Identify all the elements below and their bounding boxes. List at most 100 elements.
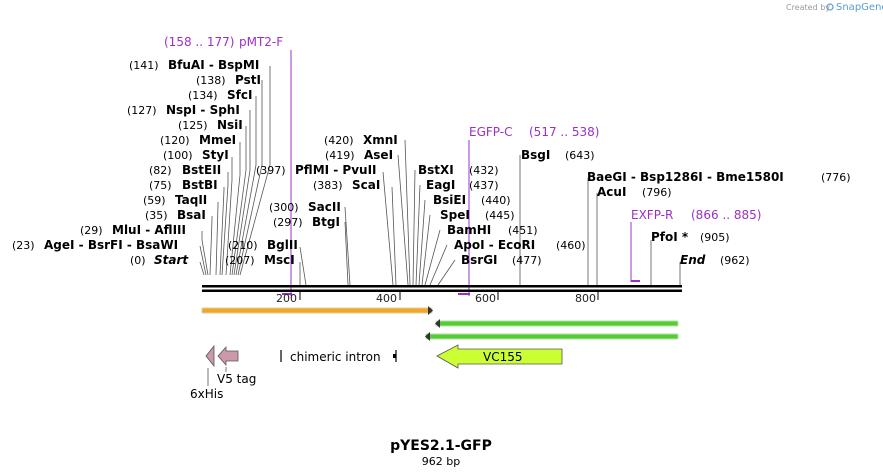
map-title: pYES2.1-GFP 962 bp [390, 438, 492, 468]
site-pos: (477) [512, 254, 542, 267]
green-bar-arrow-icon [435, 319, 440, 328]
primer-egfpc-name: EGFP-C [469, 125, 512, 139]
intron-end-mark [393, 354, 396, 358]
site-name: PstI [235, 73, 261, 87]
site-pos: (100) [163, 149, 193, 162]
site-pos: (440) [481, 194, 511, 207]
site-name: BstBI [182, 178, 218, 192]
sequence-backbone [202, 285, 682, 292]
site-name: SacII [308, 200, 341, 214]
site-pos: (23) [12, 239, 35, 252]
site-pos: (905) [700, 231, 730, 244]
features: V5 tag 6xHis chimeric intron VC155 [190, 344, 563, 401]
mid-site-labels: (397) PflMI - PvuII (383) ScaI (300) Sac… [225, 133, 398, 267]
site-pos: (643) [565, 149, 595, 162]
site-pos: (134) [188, 89, 218, 102]
site-name: BsgI [521, 148, 550, 162]
site-name: XmnI [363, 133, 398, 147]
mid-leader-lines [299, 139, 681, 286]
v5-tag-label: V5 tag [217, 372, 256, 386]
site-pos: (397) [256, 164, 286, 177]
site-name: ScaI [352, 178, 380, 192]
site-pos: (127) [127, 104, 157, 117]
ruler: 200 400 600 800 [276, 292, 599, 305]
site-pos: (460) [556, 239, 586, 252]
site-pos: (383) [313, 179, 343, 192]
vc155-cds-arrow [436, 344, 563, 369]
site-name: BstEII [182, 163, 221, 177]
site-name: BaeGI - Bsp1286I - Bme1580I [587, 170, 784, 184]
site-pos: (138) [196, 74, 226, 87]
snapgene-credit: Created by SnapGene [786, 2, 883, 13]
site-pos: (207) [225, 254, 255, 267]
site-name: MscI [264, 253, 295, 267]
right-site-labels: BstXI (432) EagI (437) BsiEI (440) SpeI … [418, 148, 851, 267]
site-name: BfuAI - BspMI [168, 58, 259, 72]
site-name: AseI [364, 148, 393, 162]
plasmid-name: pYES2.1-GFP [390, 438, 492, 454]
site-pos: (125) [178, 119, 208, 132]
site-pos: (962) [720, 254, 750, 267]
orange-bar-arrow-icon [428, 306, 433, 315]
site-name: EagI [426, 178, 455, 192]
site-name: SpeI [440, 208, 470, 222]
feature-bars [201, 306, 679, 341]
site-pos: (300) [269, 201, 299, 214]
site-name: NsiI [217, 118, 243, 132]
site-pos: (419) [325, 149, 355, 162]
primer-exfpr-pos: (866 .. 885) [691, 208, 761, 222]
site-name: BtgI [312, 215, 340, 229]
site-name: BsiEI [433, 193, 466, 207]
primer-labels: (158 .. 177) pMT2-F EGFP-C (517 .. 538) … [164, 35, 761, 222]
ruler-tick-label: 200 [276, 292, 297, 305]
plasmid-length: 962 bp [422, 455, 460, 468]
site-name: MluI - AflIII [112, 223, 186, 237]
site-name: BsrGI [461, 253, 498, 267]
intron-label: chimeric intron [290, 350, 381, 364]
site-name: End [680, 253, 706, 267]
left-leader-lines [199, 66, 271, 276]
site-name: StyI [202, 148, 229, 162]
site-pos: (297) [273, 216, 303, 229]
his-tag-label: 6xHis [190, 387, 223, 401]
site-name: AgeI - BsrFI - BsaWI [44, 238, 178, 252]
site-name: BsaI [177, 208, 206, 222]
site-pos: (796) [642, 186, 672, 199]
green-feature-bar [425, 333, 679, 340]
ruler-tick-label: 800 [575, 292, 596, 305]
credit-brand: SnapGene [836, 2, 883, 13]
site-pos: (35) [145, 209, 168, 222]
primer-pmt2f-pos: (158 .. 177) [164, 35, 234, 49]
site-name: SfcI [227, 88, 252, 102]
snapgene-logo-icon [826, 3, 834, 11]
site-name: AcuI [597, 185, 626, 199]
site-name: NspI - SphI [166, 103, 240, 117]
site-pos: (0) [130, 254, 146, 267]
site-pos: (120) [160, 134, 190, 147]
primer-pmt2f-name: pMT2-F [239, 35, 283, 49]
v5-tag-arrow-icon [217, 345, 239, 367]
site-pos: (141) [129, 59, 159, 72]
vc155-label: VC155 [483, 350, 523, 364]
site-name: MmeI [199, 133, 236, 147]
orange-feature-bar [201, 307, 433, 314]
site-pos: (776) [821, 171, 851, 184]
site-pos: (420) [324, 134, 354, 147]
site-pos: (59) [143, 194, 166, 207]
site-name: Start [154, 253, 189, 267]
primer-egfpc-pos: (517 .. 538) [529, 125, 599, 139]
ruler-tick-label: 400 [376, 292, 397, 305]
site-name: BstXI [418, 163, 454, 177]
site-pos: (29) [80, 224, 103, 237]
left-site-labels: (141) BfuAI - BspMI (138) PstI (134) Sfc… [12, 58, 261, 267]
primer-marks [282, 50, 640, 296]
site-pos: (82) [149, 164, 172, 177]
credit-prefix: Created by [786, 3, 830, 12]
site-pos: (445) [485, 209, 515, 222]
site-name: PflMI - PvuII [295, 163, 377, 177]
ruler-tick-label: 600 [475, 292, 496, 305]
primer-exfpr-name: EXFP-R [631, 208, 673, 222]
site-name: PfoI * [651, 230, 689, 244]
site-name: ApoI - EcoRI [454, 238, 535, 252]
